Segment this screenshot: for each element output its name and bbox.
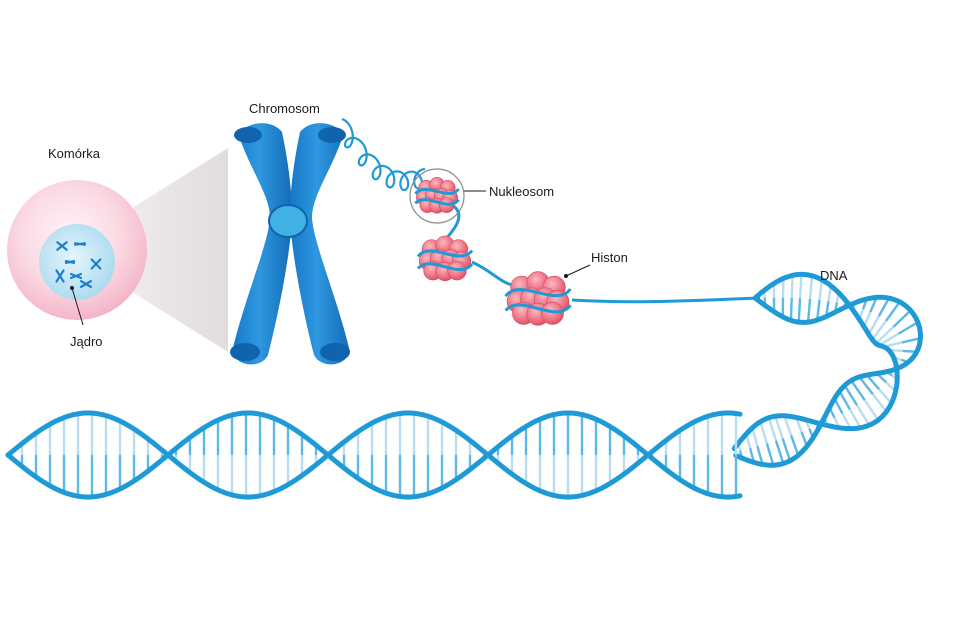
tiny-chromosome-stroke xyxy=(56,241,68,251)
dna-base-pair xyxy=(759,421,769,444)
dna-base-pair xyxy=(865,374,880,390)
nucleosome-highlight-circle xyxy=(409,168,465,224)
tiny-chromosome-stroke xyxy=(55,269,65,283)
nucleosome-3 xyxy=(504,271,572,326)
leader-nucleus xyxy=(71,287,84,326)
dna-base-pair xyxy=(878,388,893,405)
chromosome-bottom-cap-left xyxy=(230,343,260,361)
histone-bead xyxy=(540,301,564,325)
centromere xyxy=(268,204,308,238)
nucleosome-2 xyxy=(416,235,474,282)
tiny-chromosome-stroke xyxy=(74,242,86,246)
dna-base-pair xyxy=(765,443,775,466)
chromosome-top-cap-left xyxy=(234,127,262,143)
dna-base-pair xyxy=(871,320,888,341)
dna-base-pair xyxy=(855,404,871,426)
dna-base-pair xyxy=(897,321,919,335)
dna-base-pair xyxy=(808,275,814,300)
leader-histone xyxy=(565,264,591,277)
dna-base-pair xyxy=(816,299,821,321)
dna-base-pair xyxy=(871,393,888,413)
chromatin-coil xyxy=(341,117,426,192)
leader-nucleus-dot xyxy=(70,286,74,290)
dna-wrap xyxy=(416,262,474,271)
tiny-chromosome-stroke xyxy=(64,260,76,264)
dna-base-pair xyxy=(818,279,824,301)
linker-dna-2 xyxy=(471,260,513,287)
label-histone: Histon xyxy=(591,250,628,265)
chromosome-x xyxy=(230,123,350,365)
zoom-cone xyxy=(100,148,228,352)
dna-base-pair xyxy=(774,415,784,439)
dna-wrap xyxy=(416,249,474,258)
chromosome-top-cap-right xyxy=(318,127,346,143)
label-nucleosome: Nukleosom xyxy=(489,184,554,199)
dna-base-pair xyxy=(756,445,764,465)
dna-base-pair xyxy=(751,427,759,447)
dna-base-pair xyxy=(789,297,793,321)
cell-nucleus xyxy=(39,224,115,300)
dna-base-pair xyxy=(858,376,874,396)
label-dna: DNA xyxy=(820,268,848,283)
tiny-chromosome-stroke xyxy=(69,272,83,280)
dna-base-pair xyxy=(901,337,921,344)
tiny-chromosome-stroke xyxy=(79,280,93,288)
dna-backbone-strand xyxy=(733,294,923,468)
chromatid-right xyxy=(290,123,350,365)
dna-backbone-strand xyxy=(5,410,743,500)
dna-base-pair xyxy=(798,274,803,299)
tiny-chromosome-stroke xyxy=(90,258,102,270)
dna-base-pair xyxy=(850,379,866,401)
dna-base-pair xyxy=(875,326,895,345)
label-chromosome: Chromosom xyxy=(249,101,320,116)
dna-backbone-strand xyxy=(731,271,900,452)
dna-base-pair xyxy=(790,275,794,298)
dna-backbone-strand xyxy=(5,410,743,500)
dna-wrap xyxy=(504,303,572,314)
linker-dna-3 xyxy=(571,296,761,304)
chromosome-bottom-cap-right xyxy=(320,343,350,361)
dna-base-pair xyxy=(877,297,890,317)
leader-histone-dot xyxy=(564,274,568,278)
dna-wrap xyxy=(414,198,460,206)
dna-base-pair xyxy=(892,309,912,328)
dna-base-pair xyxy=(797,298,802,323)
dna-wrap xyxy=(414,187,460,195)
dna-base-pair xyxy=(843,384,859,406)
nucleosome-1 xyxy=(414,177,460,214)
dna-helix-upper xyxy=(731,271,923,468)
nucleus-chromosomes xyxy=(55,241,102,288)
dna-base-pair xyxy=(783,415,793,436)
dna-base-pair xyxy=(885,301,901,322)
dna-base-pair xyxy=(863,399,880,421)
dna-helix-main xyxy=(5,410,743,500)
cell xyxy=(7,180,147,320)
dna-base-pair xyxy=(806,298,812,323)
label-cell: Komórka xyxy=(48,146,101,161)
dna-base-pair xyxy=(867,315,880,335)
label-nucleus: Jądro xyxy=(70,334,103,349)
dna-wrap xyxy=(504,287,572,298)
dna-base-pair xyxy=(848,408,862,429)
dna-base-pair xyxy=(790,435,800,456)
dna-base-pair xyxy=(878,332,900,347)
chromatid-left xyxy=(232,123,292,365)
dna-base-pair xyxy=(781,438,792,462)
dna-base-pair xyxy=(767,417,778,442)
dna-base-pair xyxy=(774,440,785,464)
dna-base-pair xyxy=(838,390,852,411)
